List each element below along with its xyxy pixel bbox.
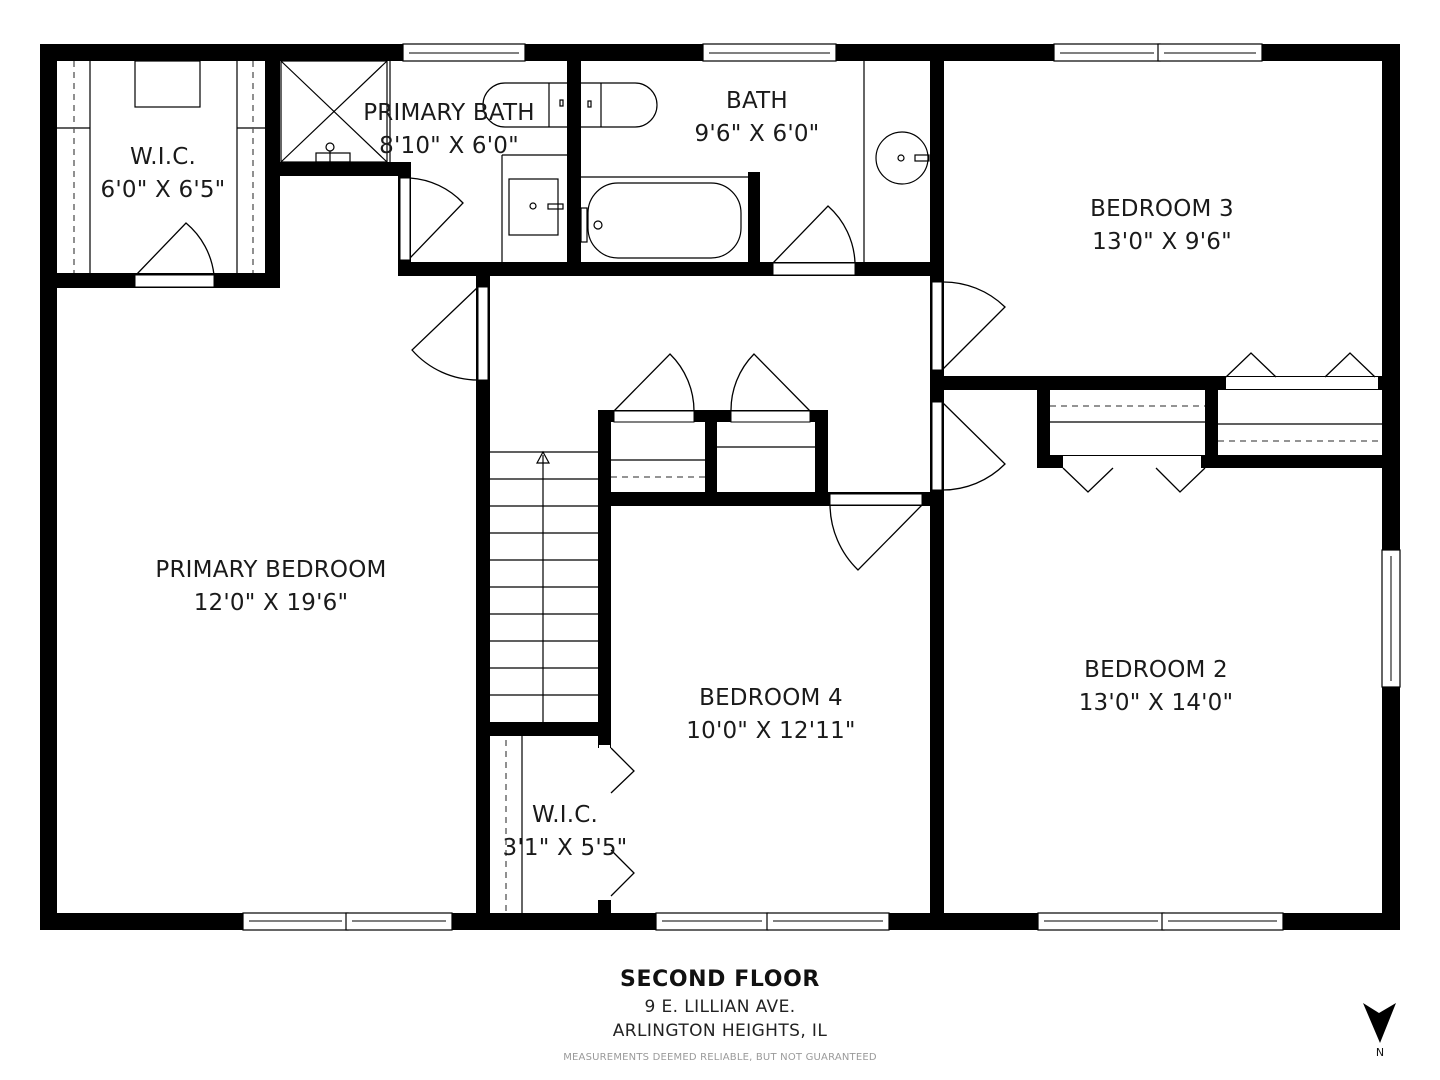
door-openings bbox=[134, 177, 1378, 900]
room-name: PRIMARY BATH bbox=[363, 100, 535, 126]
compass: N bbox=[1360, 1000, 1400, 1060]
disclaimer: MEASUREMENTS DEEMED RELIABLE, BUT NOT GU… bbox=[563, 1052, 877, 1063]
room-name: BEDROOM 2 bbox=[1084, 657, 1228, 683]
room-dimensions: 13'0" X 9'6" bbox=[1092, 229, 1232, 255]
room-label-bath: BATH 9'6" X 6'0" bbox=[695, 85, 820, 151]
floor-title: SECOND FLOOR bbox=[620, 967, 820, 992]
room-dimensions: 8'10" X 6'0" bbox=[379, 133, 519, 159]
compass-north-label: N bbox=[1375, 1046, 1385, 1059]
room-name: BEDROOM 3 bbox=[1090, 196, 1234, 222]
room-label-bedroom-4: BEDROOM 4 10'0" X 12'11" bbox=[686, 682, 855, 748]
address-line-1: 9 E. LILLIAN AVE. bbox=[644, 997, 796, 1017]
room-label-bedroom-3: BEDROOM 3 13'0" X 9'6" bbox=[1090, 193, 1234, 259]
room-dimensions: 9'6" X 6'0" bbox=[694, 121, 820, 147]
room-label-wic-bedroom4: W.I.C. 3'1" X 5'5" bbox=[503, 799, 628, 865]
room-label-bedroom-2: BEDROOM 2 13'0" X 14'0" bbox=[1079, 654, 1234, 720]
room-dimensions: 3'1" X 5'5" bbox=[502, 835, 628, 861]
room-dimensions: 10'0" X 12'11" bbox=[686, 718, 856, 744]
room-label-primary-bedroom: PRIMARY BEDROOM 12'0" X 19'6" bbox=[155, 554, 386, 620]
room-name: BATH bbox=[726, 88, 788, 114]
address-line-2: ARLINGTON HEIGHTS, IL bbox=[612, 1021, 828, 1041]
room-name: BEDROOM 4 bbox=[699, 685, 843, 711]
door-swings bbox=[135, 177, 1376, 897]
room-dimensions: 6'0" X 6'5" bbox=[100, 177, 226, 203]
room-name: W.I.C. bbox=[531, 802, 599, 828]
room-name: W.I.C. bbox=[129, 144, 197, 170]
room-label-wic-primary: W.I.C. 6'0" X 6'5" bbox=[101, 141, 226, 207]
room-dimensions: 13'0" X 14'0" bbox=[1078, 690, 1234, 716]
room-name: PRIMARY BEDROOM bbox=[155, 557, 387, 583]
plan-caption: SECOND FLOOR 9 E. LILLIAN AVE. ARLINGTON… bbox=[563, 965, 877, 1063]
hanging-rods bbox=[73, 61, 1382, 913]
room-dimensions: 12'0" X 19'6" bbox=[193, 590, 349, 616]
room-label-primary-bath: PRIMARY BATH 8'10" X 6'0" bbox=[363, 97, 535, 163]
fixtures bbox=[57, 60, 1382, 913]
north-arrow-icon bbox=[1363, 1003, 1396, 1043]
window-mullions bbox=[249, 52, 1392, 922]
